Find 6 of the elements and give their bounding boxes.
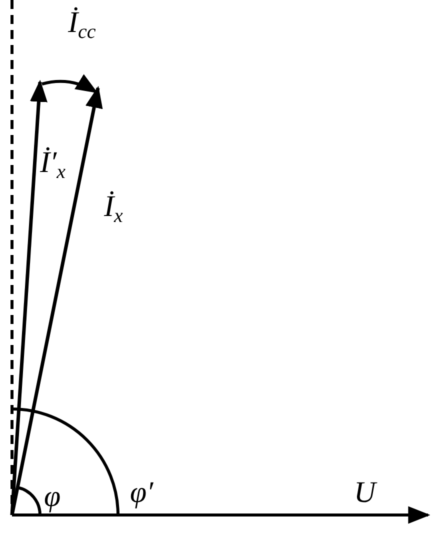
angle-label: φ [44,482,61,512]
vector-label: İ′$_{x}$ [40,148,66,182]
vector-label: U [354,478,376,508]
vector-label: İ$_{x}$ [104,192,123,226]
vector-label: İ$_{cc}$ [68,8,96,42]
angle-label: φ′ [130,478,154,508]
